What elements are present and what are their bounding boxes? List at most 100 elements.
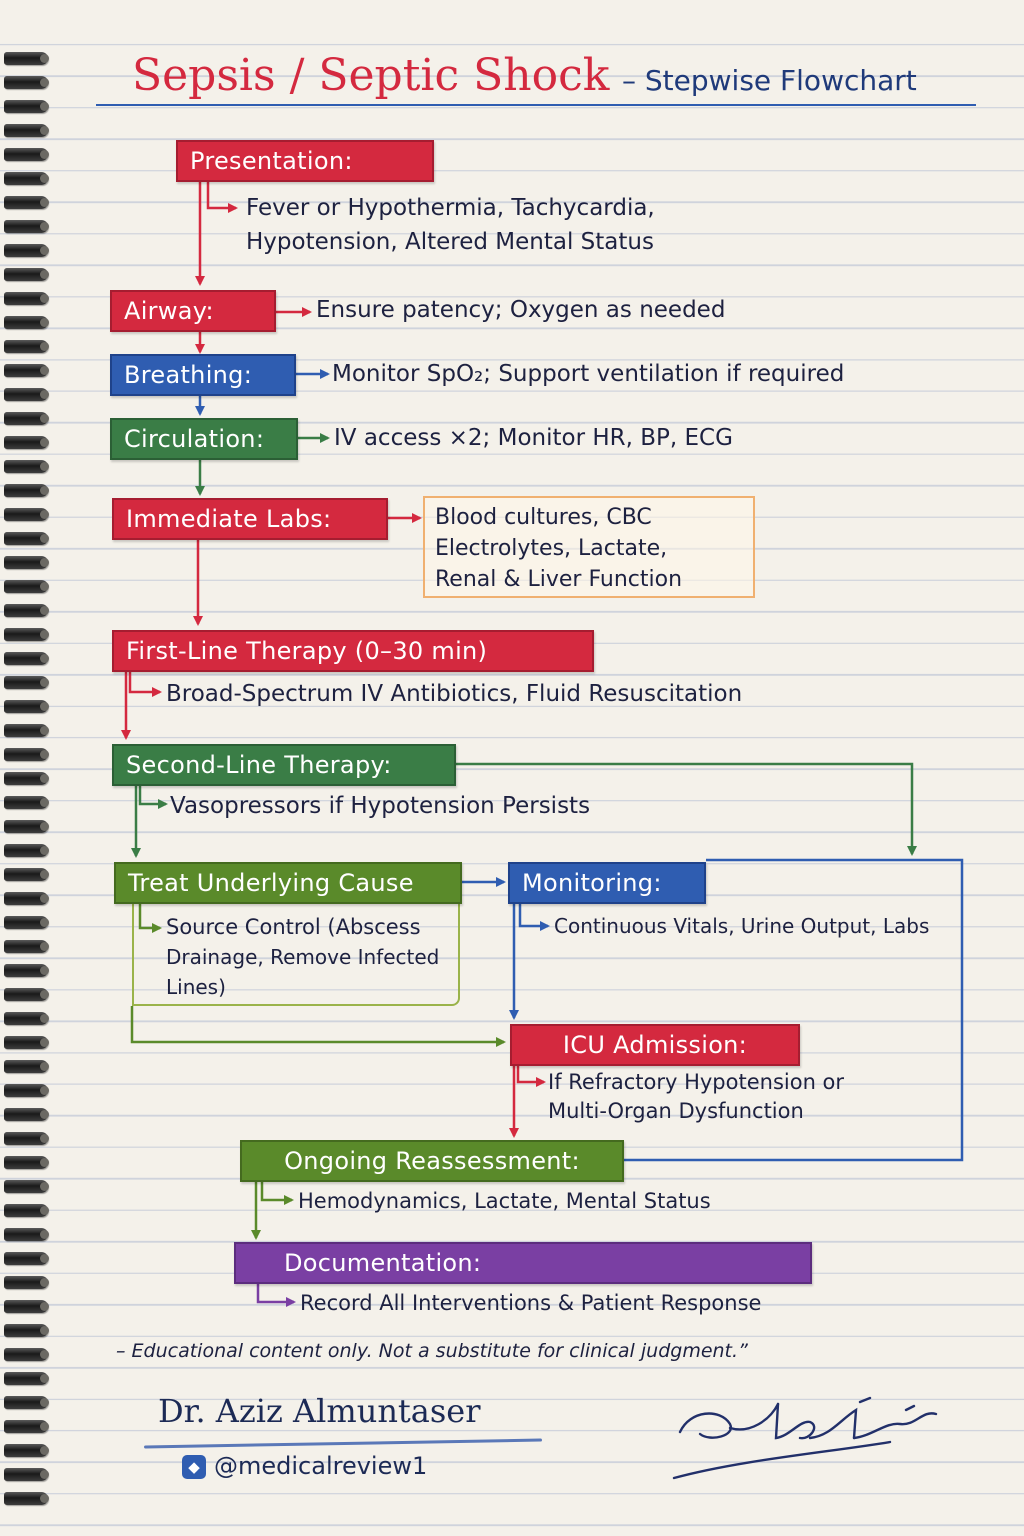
spiral-ring bbox=[4, 484, 48, 497]
spiral-ring bbox=[4, 940, 48, 953]
icu-admission-box: ICU Admission: bbox=[510, 1024, 800, 1066]
binding-hole bbox=[40, 1158, 49, 1167]
binding-hole bbox=[40, 222, 49, 231]
page-subtitle: – Stepwise Flowchart bbox=[622, 64, 917, 97]
binding-hole bbox=[40, 1302, 49, 1311]
second-line-therapy-box: Second-Line Therapy: bbox=[112, 744, 456, 786]
binding-hole bbox=[40, 678, 49, 687]
spiral-ring bbox=[4, 340, 48, 353]
labs-line-2: Electrolytes, Lactate, bbox=[435, 536, 668, 561]
binding-hole bbox=[40, 1374, 49, 1383]
spiral-ring bbox=[4, 796, 48, 809]
spiral-ring bbox=[4, 700, 48, 713]
binding-hole bbox=[40, 318, 49, 327]
arrow-monitoring-detail bbox=[518, 902, 550, 931]
arrow-reassessment-detail bbox=[260, 1180, 294, 1205]
monitoring-text: Continuous Vitals, Urine Output, Labs bbox=[554, 914, 930, 938]
icu-text-2: Multi-Organ Dysfunction bbox=[548, 1099, 804, 1123]
binding-hole bbox=[40, 414, 49, 423]
binding-hole bbox=[40, 798, 49, 807]
binding-hole bbox=[40, 606, 49, 615]
first-line-therapy-box: First-Line Therapy (0–30 min) bbox=[112, 630, 594, 672]
spiral-ring bbox=[4, 268, 48, 281]
spiral-ring bbox=[4, 76, 48, 89]
binding-hole bbox=[40, 1182, 49, 1191]
documentation-box: Documentation: bbox=[234, 1242, 812, 1284]
binding-hole bbox=[40, 1494, 49, 1503]
binding-hole bbox=[40, 1422, 49, 1431]
signature-image bbox=[672, 1396, 938, 1480]
binding-hole bbox=[40, 102, 49, 111]
breathing-box: Breathing: bbox=[110, 354, 296, 396]
spiral-ring bbox=[4, 316, 48, 329]
spiral-ring bbox=[4, 1108, 48, 1121]
arrow-cause-icu bbox=[130, 1006, 506, 1047]
binding-hole bbox=[40, 438, 49, 447]
binding-hole bbox=[40, 630, 49, 639]
twitter-icon: ◆ bbox=[182, 1455, 206, 1479]
binding-hole bbox=[40, 462, 49, 471]
binding-hole bbox=[40, 1062, 49, 1071]
spiral-ring bbox=[4, 820, 48, 833]
binding-hole bbox=[40, 1398, 49, 1407]
binding-hole bbox=[40, 966, 49, 975]
spiral-ring bbox=[4, 388, 48, 401]
spiral-ring bbox=[4, 1324, 48, 1337]
binding-hole bbox=[40, 78, 49, 87]
binding-hole bbox=[40, 1110, 49, 1119]
binding-hole bbox=[40, 918, 49, 927]
spiral-ring bbox=[4, 1468, 48, 1481]
spiral-ring bbox=[4, 1444, 48, 1457]
labs-results-box: Blood cultures, CBC Electrolytes, Lactat… bbox=[423, 496, 755, 598]
spiral-ring bbox=[4, 1132, 48, 1145]
binding-hole bbox=[40, 1230, 49, 1239]
spiral-ring bbox=[4, 172, 48, 185]
binding-hole bbox=[40, 702, 49, 711]
binding-hole bbox=[40, 126, 49, 135]
binding-hole bbox=[40, 654, 49, 663]
binding-hole bbox=[40, 246, 49, 255]
binding-hole bbox=[40, 294, 49, 303]
binding-hole bbox=[40, 1038, 49, 1047]
binding-hole bbox=[40, 1470, 49, 1479]
spiral-ring bbox=[4, 412, 48, 425]
treat-underlying-cause-box: Treat Underlying Cause bbox=[114, 862, 462, 904]
circulation-box: Circulation: bbox=[110, 418, 298, 460]
spiral-ring bbox=[4, 1276, 48, 1289]
binding-hole bbox=[40, 990, 49, 999]
airway-box: Airway: bbox=[110, 290, 276, 332]
binding-hole bbox=[40, 54, 49, 63]
cause-text-2: Drainage, Remove Infected bbox=[166, 945, 440, 969]
binding-hole bbox=[40, 270, 49, 279]
binding-hole bbox=[40, 150, 49, 159]
spiral-ring bbox=[4, 892, 48, 905]
spiral-ring bbox=[4, 1204, 48, 1217]
title-underline bbox=[96, 104, 976, 106]
page-title: Sepsis / Septic Shock bbox=[132, 50, 610, 101]
binding-hole bbox=[40, 198, 49, 207]
binding-hole bbox=[40, 726, 49, 735]
cause-text-1: Source Control (Abscess bbox=[166, 915, 421, 939]
presentation-text-1: Fever or Hypothermia, Tachycardia, bbox=[246, 195, 655, 221]
binding-hole bbox=[40, 1254, 49, 1263]
labs-line-1: Blood cultures, CBC bbox=[435, 505, 652, 530]
spiral-ring bbox=[4, 580, 48, 593]
arrow-documentation-detail bbox=[256, 1280, 296, 1307]
spiral-ring bbox=[4, 964, 48, 977]
spiral-ring bbox=[4, 1252, 48, 1265]
author-name: Dr. Aziz Almuntaser bbox=[158, 1392, 481, 1430]
spiral-ring bbox=[4, 1228, 48, 1241]
spiral-ring bbox=[4, 604, 48, 617]
author-handle[interactable]: @medicalreview1 bbox=[214, 1452, 428, 1480]
binding-hole bbox=[40, 1278, 49, 1287]
spiral-ring bbox=[4, 652, 48, 665]
spiral-ring bbox=[4, 1372, 48, 1385]
binding-hole bbox=[40, 390, 49, 399]
binding-hole bbox=[40, 486, 49, 495]
binding-hole bbox=[40, 1134, 49, 1143]
spiral-ring bbox=[4, 556, 48, 569]
documentation-text: Record All Interventions & Patient Respo… bbox=[300, 1291, 762, 1315]
presentation-box: Presentation: bbox=[176, 140, 434, 182]
spiral-ring bbox=[4, 364, 48, 377]
